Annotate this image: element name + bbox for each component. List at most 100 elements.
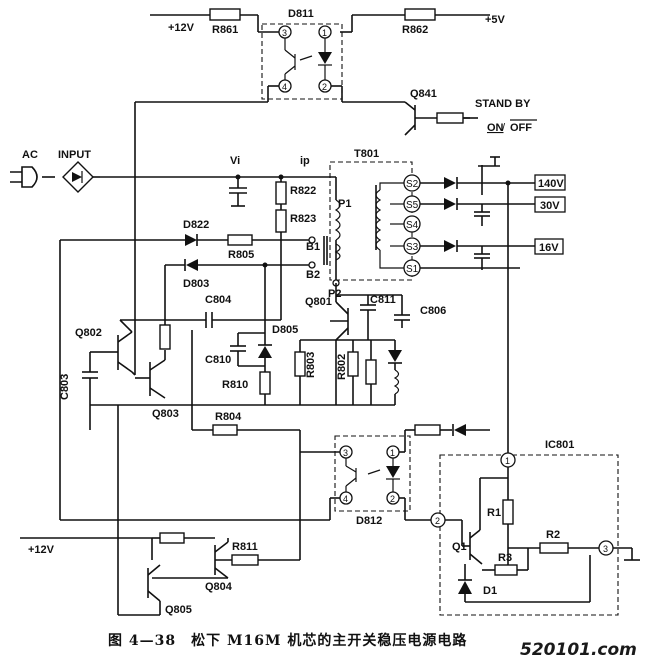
plus12v-top-label: +12V: [168, 22, 195, 34]
q805-transistor: [117, 405, 161, 616]
r810-label: R810: [222, 379, 248, 391]
wire-d811-pin4: [134, 85, 279, 375]
c811-capacitor: [336, 294, 402, 340]
t801-secondary: [375, 189, 382, 251]
r805-resistor: [227, 234, 253, 246]
svg-text:S2: S2: [406, 179, 419, 190]
p1-label: P1: [338, 198, 351, 210]
ac-label: AC: [22, 149, 38, 161]
r822-resistor: [275, 181, 287, 205]
d811-pin4-num: 4: [282, 82, 287, 92]
q1-label: Q1: [452, 541, 467, 553]
c811-label: C811: [370, 294, 396, 306]
r1-label: R1: [487, 507, 501, 519]
q1-transistor: [445, 519, 483, 565]
ic801-label: IC801: [545, 439, 574, 451]
svg-text:2: 2: [390, 494, 395, 504]
v30-label: 30V: [540, 200, 560, 212]
d805-label: D805: [272, 324, 298, 336]
wire-d822: [59, 234, 309, 520]
c803-capacitor: [82, 352, 98, 430]
r805-label: R805: [228, 249, 254, 261]
r803-resistor: [294, 351, 306, 377]
r823-resistor: [275, 209, 287, 233]
c810-capacitor: [230, 332, 265, 367]
r2-resistor: [539, 542, 569, 554]
r803-label: R803: [305, 352, 317, 378]
r2-label: R2: [546, 529, 560, 541]
off-label: OFF: [510, 122, 532, 134]
v16-label: 16V: [539, 242, 559, 254]
d805-diode: [258, 330, 272, 372]
r3-resistor: [494, 564, 518, 576]
on-label: ON: [487, 122, 504, 134]
wire-r804: [191, 330, 340, 453]
v30-terminal: [534, 196, 566, 213]
out-140v-branch: [420, 156, 535, 195]
c810-label: C810: [205, 354, 231, 366]
r810-resistor: [259, 371, 271, 395]
r802-label: R802: [336, 354, 348, 380]
r802-resistor: [347, 351, 359, 377]
r822-label: R822: [290, 185, 316, 197]
d812-label: D812: [356, 515, 382, 527]
q805-label: Q805: [165, 604, 192, 616]
q801-label: Q801: [305, 296, 332, 308]
q841-base-resistor: [436, 112, 464, 124]
bridge-rectifier-icon: [62, 161, 100, 193]
input-label: INPUT: [58, 149, 91, 161]
svg-text:3: 3: [343, 448, 348, 458]
plus12v-bottom-label: +12V: [28, 544, 55, 556]
q802-label: Q802: [75, 327, 102, 339]
c804-label: C804: [205, 294, 232, 306]
svg-text:S1: S1: [406, 264, 419, 275]
d1-diode: [458, 564, 472, 602]
q804-label: Q804: [205, 581, 233, 593]
d811-phototransistor: [284, 38, 296, 80]
svg-text:S5: S5: [406, 200, 419, 211]
svg-text:1: 1: [390, 448, 395, 458]
ac-plug-icon: [10, 166, 55, 188]
d811-pin2-num: 2: [322, 82, 327, 92]
d822-label: D822: [183, 219, 209, 231]
d812-package: [334, 435, 411, 512]
r3-label: R3: [498, 552, 512, 564]
emitter-diode-coil: [388, 340, 402, 405]
r1-resistor: [502, 499, 514, 525]
watermark: 520101.com: [520, 640, 637, 660]
vi-capacitor: [229, 177, 247, 207]
figure-caption: 图 4—38 松下 M16M 机芯的主开关稳压电源电路: [108, 633, 468, 649]
q802-transistor: [105, 319, 136, 376]
wire-d812-input: [399, 424, 490, 453]
q803-collector-resistor: [159, 324, 171, 350]
out-16v-branch: [420, 240, 535, 270]
d811-package: [261, 23, 343, 100]
d811-led: [299, 38, 332, 80]
q803-label: Q803: [152, 408, 179, 420]
d1-label: D1: [483, 585, 497, 597]
svg-text:3: 3: [603, 544, 608, 554]
ic801-ground: [613, 547, 640, 561]
ip-label: ip: [300, 155, 310, 167]
ic801-package: [439, 454, 619, 616]
r811-label: R811: [232, 541, 258, 553]
svg-text:4: 4: [343, 494, 348, 504]
r804-label: R804: [215, 411, 242, 423]
svg-text:1: 1: [505, 456, 510, 466]
q803-transistor: [135, 350, 166, 399]
svg-text:S4: S4: [406, 220, 419, 231]
t801-package: [329, 161, 413, 281]
stand-by-label: STAND BY: [475, 98, 531, 110]
v140-terminal: [534, 174, 566, 191]
d811-label: D811: [288, 8, 314, 20]
out-30v-branch: [420, 198, 535, 226]
v16-terminal: [534, 238, 564, 255]
plus5v-label: +5V: [485, 14, 506, 26]
r861-resistor: [209, 8, 241, 21]
t801-label: T801: [354, 148, 379, 160]
r811-resistor: [231, 554, 259, 566]
vi-label: Vi: [230, 155, 240, 167]
on-off-slash: /: [502, 122, 506, 134]
b1-label: B1: [306, 241, 320, 253]
